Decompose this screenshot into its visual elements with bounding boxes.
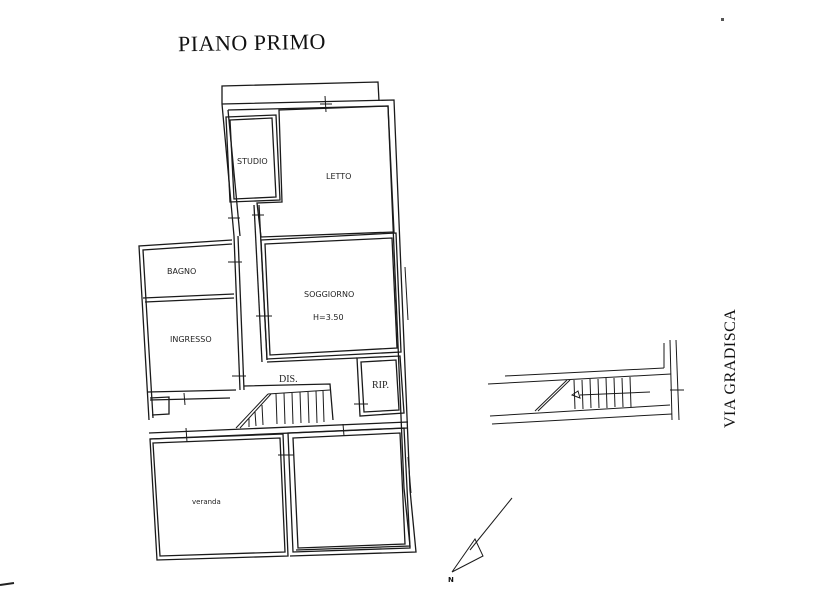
room-label-veranda: veranda (192, 498, 221, 506)
lower-right-room (287, 427, 411, 553)
room-label-dis: DIS. (279, 374, 298, 385)
veranda-room (149, 433, 289, 561)
room-label-letto: LETTO (326, 172, 352, 181)
room-label-ingresso: INGRESSO (170, 335, 212, 344)
north-arrow (451, 497, 513, 573)
balcony-outline (221, 81, 380, 104)
north-label: N (448, 576, 454, 584)
room-label-soggiorno: SOGGIORNO (304, 290, 355, 299)
street-label-container: VIA GRADISCA (700, 309, 760, 430)
studio-room (225, 114, 281, 203)
street-label: VIA GRADISCA (722, 308, 739, 428)
soggiorno-room (260, 232, 402, 360)
height-note: H=3.50 (313, 313, 344, 322)
room-label-studio: STUDIO (237, 157, 268, 166)
room-label-bagno: BAGNO (167, 267, 197, 276)
rip-room (356, 355, 405, 417)
room-label-rip: RIP. (372, 380, 389, 391)
